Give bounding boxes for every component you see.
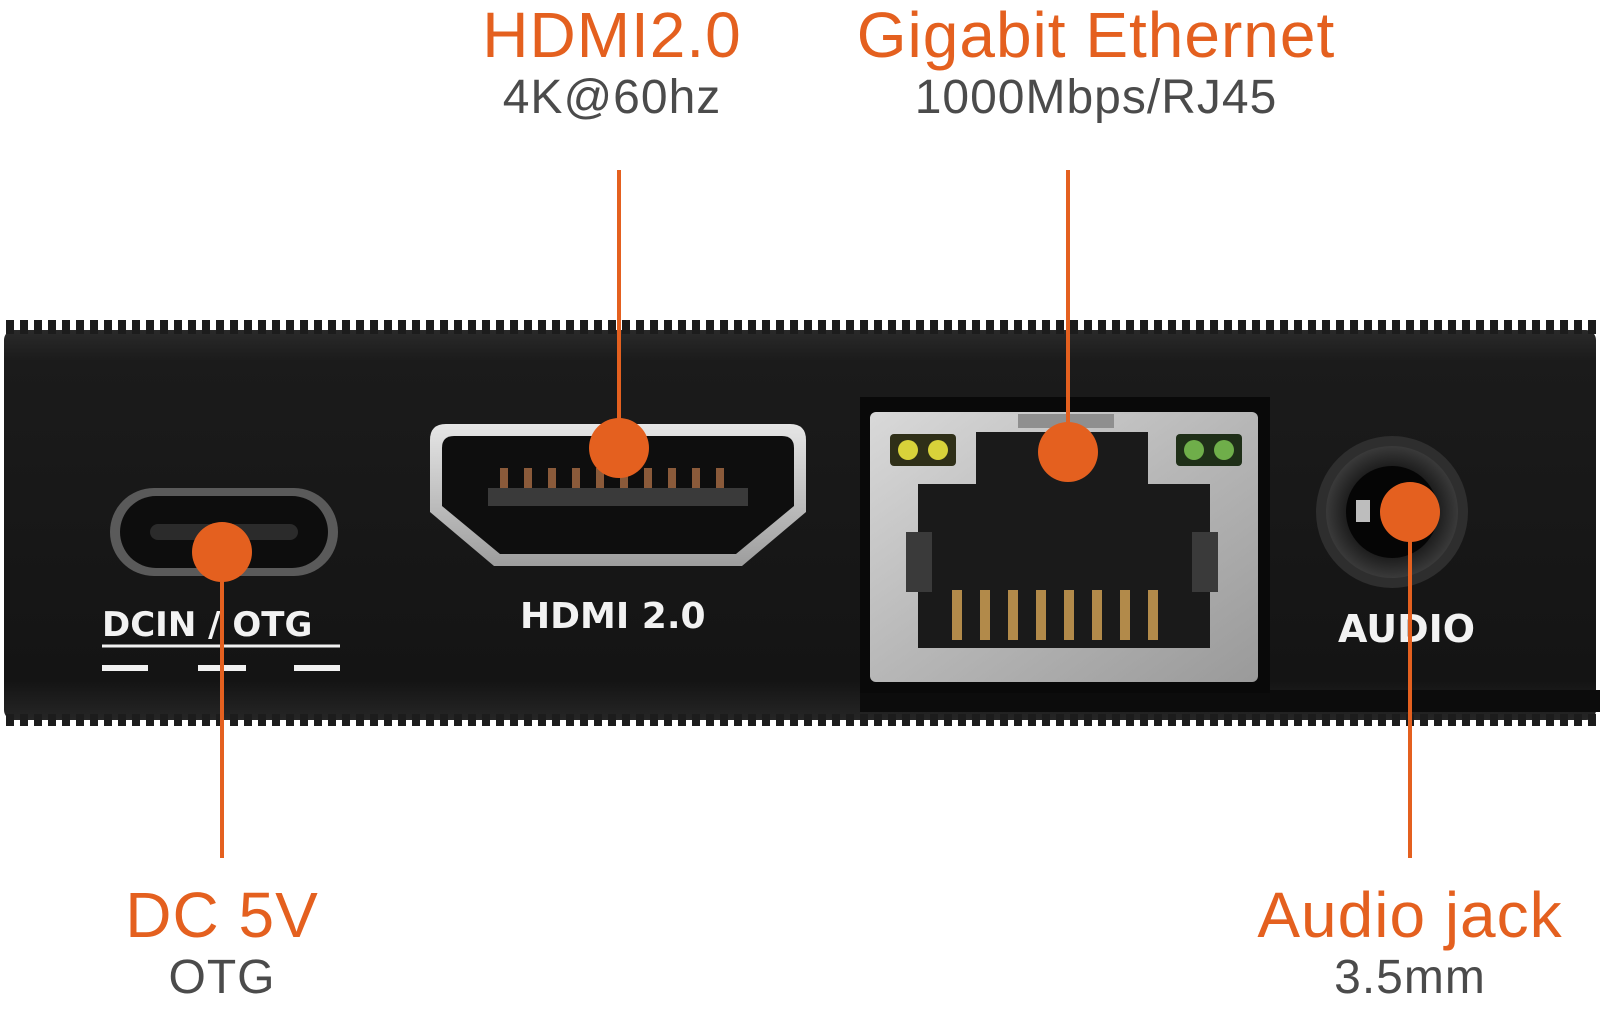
hdmi-silkscreen-label: HDMI 2.0: [520, 596, 706, 637]
ethernet-callout-title: Gigabit Ethernet: [856, 0, 1336, 71]
callout-leaders: [192, 170, 1440, 858]
ethernet-callout-subtitle: 1000Mbps/RJ45: [914, 71, 1278, 124]
rj45-port: [860, 397, 1270, 693]
chassis-top-ridges: [6, 320, 1596, 334]
power-marker-dot: [192, 522, 252, 582]
hdmi-callout: HDMI2.0 4K@60hz: [462, 0, 762, 126]
audio-marker-dot: [1380, 482, 1440, 542]
hdmi-callout-subtitle: 4K@60hz: [502, 71, 722, 124]
audio-callout-subtitle: 3.5mm: [1334, 951, 1486, 1004]
power-callout-title: DC 5V: [125, 879, 319, 951]
audio-jack: AUDIO: [1316, 436, 1475, 651]
power-callout-subtitle: OTG: [168, 951, 276, 1004]
usb-c-silkscreen-label: DCIN / OTG: [102, 605, 312, 645]
power-callout: DC 5V OTG: [92, 880, 352, 1006]
ethernet-marker-dot: [1038, 422, 1098, 482]
audio-silkscreen-label: AUDIO: [1338, 607, 1475, 651]
hdmi-pins: [500, 468, 724, 488]
hdmi-callout-title: HDMI2.0: [482, 0, 742, 71]
hdmi-port: HDMI 2.0: [430, 424, 806, 637]
audio-callout: Audio jack 3.5mm: [1230, 880, 1590, 1006]
rj45-pins: [952, 590, 1158, 640]
audio-callout-title: Audio jack: [1257, 879, 1563, 951]
ethernet-callout: Gigabit Ethernet 1000Mbps/RJ45: [836, 0, 1356, 126]
hdmi-marker-dot: [589, 418, 649, 478]
